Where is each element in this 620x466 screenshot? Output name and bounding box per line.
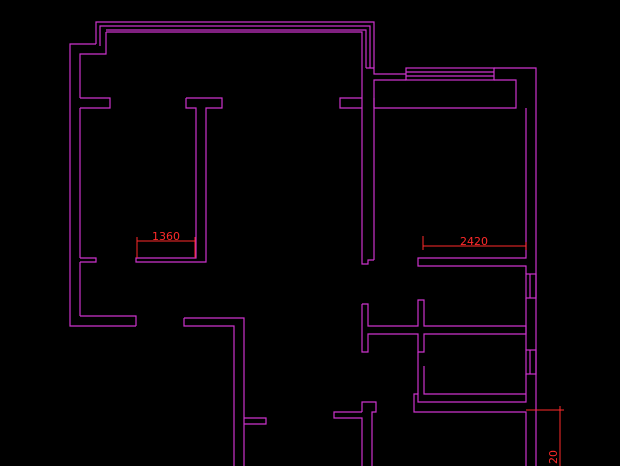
left-partition-stub bbox=[80, 97, 111, 109]
dimension-label-1360: 1360 bbox=[152, 230, 180, 243]
bathroom-partition bbox=[135, 97, 223, 263]
top-balcony-parapet bbox=[95, 21, 375, 68]
central-vertical-wall bbox=[361, 67, 406, 265]
dimension-2420: 2420 bbox=[422, 235, 527, 250]
bedroom-top-window bbox=[373, 67, 537, 466]
dimension-label-2420: 2420 bbox=[460, 235, 488, 248]
dimension-1360: 1360 bbox=[136, 230, 196, 258]
dimension-right-partial: 20 bbox=[526, 406, 564, 466]
left-exterior-wall bbox=[69, 32, 137, 327]
closet-partitions bbox=[361, 299, 537, 466]
dimension-label-right: 20 bbox=[547, 450, 560, 464]
bedroom-inner-wall bbox=[417, 108, 537, 336]
right-partition-stub bbox=[339, 97, 362, 109]
lower-partitions bbox=[183, 317, 377, 466]
